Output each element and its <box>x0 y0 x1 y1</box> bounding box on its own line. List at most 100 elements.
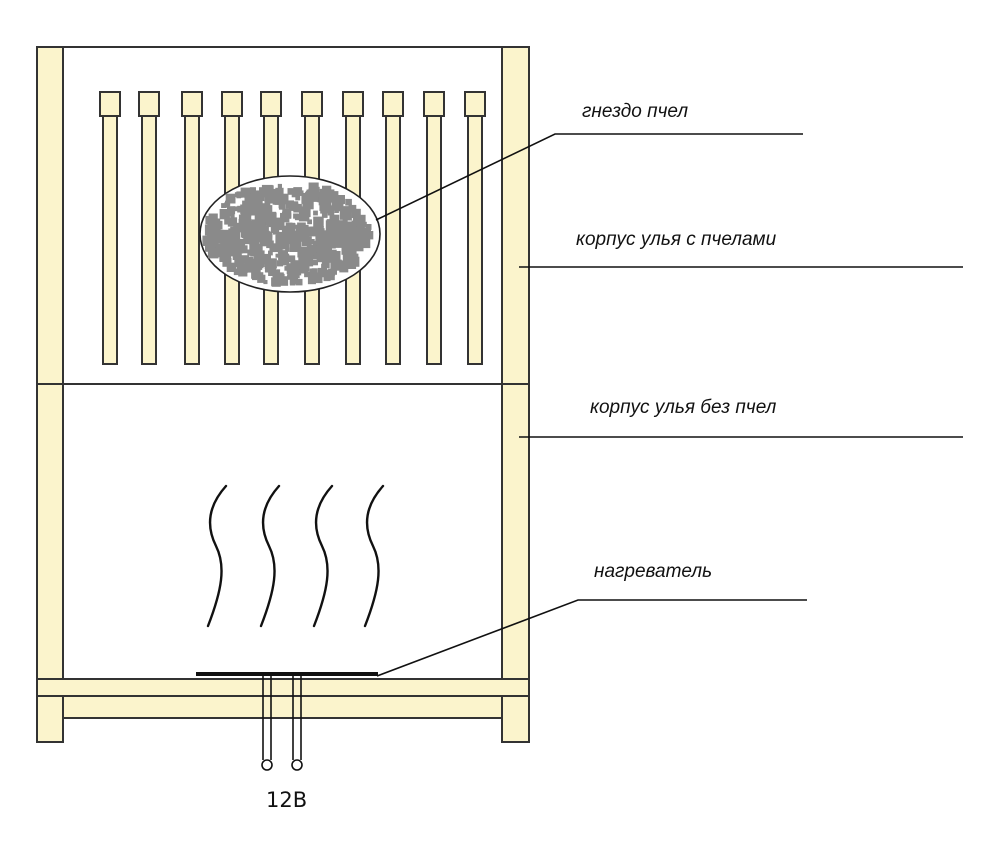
nest-cluster-cell <box>336 226 346 236</box>
nest-cluster-cell <box>289 201 299 211</box>
nest-cluster-cell <box>227 217 238 227</box>
nest-cluster-cell <box>208 213 218 223</box>
nest-cluster-cell <box>341 264 348 271</box>
nest-cluster-cell <box>305 201 314 210</box>
heat-wave-icon <box>312 484 334 628</box>
nest-cluster-cell <box>280 273 285 279</box>
nest-cluster-cell <box>275 269 281 275</box>
nest-cluster-cell <box>266 211 277 222</box>
nest-cluster-cell <box>347 231 356 240</box>
bee-nest <box>199 175 381 293</box>
nest-cluster-cell <box>329 214 340 225</box>
nest-cluster-cell <box>294 269 300 275</box>
nest-cluster-cell <box>240 187 251 198</box>
nest-cluster-cell <box>326 219 334 226</box>
nest-cluster-cell <box>336 195 345 204</box>
nest-cluster-cell <box>224 202 230 208</box>
frame-3 <box>184 115 200 365</box>
nest-cluster-cell <box>352 215 362 224</box>
nest-cluster-cell <box>319 232 328 241</box>
nest-cluster-cell <box>292 275 298 281</box>
nest-cluster-cell <box>322 187 327 192</box>
nest-cluster-cell <box>313 210 318 216</box>
nest-cluster-cell <box>259 263 264 269</box>
voltage-label: 12В <box>266 788 307 812</box>
nest-cluster-cell <box>324 254 333 263</box>
nest-cluster-cell <box>258 250 265 257</box>
nest-cluster-cell <box>274 198 281 205</box>
nest-cluster-cell <box>270 225 279 233</box>
nest-cluster-cell <box>300 246 311 257</box>
frame-top-bar <box>221 91 243 117</box>
frame-top-bar <box>301 91 323 117</box>
nest-cluster-cell <box>309 239 315 245</box>
nest-cluster-cell <box>234 239 244 249</box>
nest-cluster-cell <box>250 246 260 257</box>
stand-left-leg <box>36 695 64 743</box>
nest-cluster-cell <box>245 225 257 237</box>
heat-waves <box>206 484 385 628</box>
nest-cluster-cell <box>338 220 348 230</box>
nest-cluster-cell <box>309 271 317 280</box>
nest-cluster-cell <box>268 250 273 256</box>
nest-cluster-cell <box>313 274 323 284</box>
nest-cluster-cell <box>285 247 290 252</box>
frame-1 <box>102 115 118 365</box>
nest-cluster-cell <box>359 237 371 249</box>
nest-cluster-cell <box>242 248 248 254</box>
nest-cluster-cell <box>275 187 284 197</box>
nest-cluster-cell <box>258 226 264 232</box>
nest-cluster-cell <box>212 236 220 243</box>
nest-cluster-cell <box>235 222 245 233</box>
labels: гнездо пчел корпус улья с пчелами корпус… <box>576 101 777 582</box>
frame-top-bar <box>382 91 404 117</box>
nest-cluster-cell <box>297 262 309 274</box>
nest-cluster-cell <box>226 262 236 272</box>
nest-cluster-cell <box>222 257 232 267</box>
nest-cluster-cell <box>225 193 236 204</box>
nest-cluster-cell <box>318 192 323 197</box>
nest-cluster-cell <box>264 231 270 237</box>
nest-cluster-cell <box>233 206 239 212</box>
nest-cluster-cell <box>270 191 278 199</box>
nest-cluster-cell <box>230 226 239 236</box>
nest-cluster-cell <box>357 234 364 240</box>
nest-cluster-cell <box>207 232 215 241</box>
nest-cluster-cell <box>332 226 337 232</box>
nest-cluster-cell <box>277 231 283 238</box>
nest-cluster-cell <box>280 217 286 223</box>
nest-cluster-cell <box>321 212 328 218</box>
nest-cluster-cell <box>351 208 361 218</box>
nest-cluster-cell <box>251 269 261 279</box>
label-upper-body: корпус улья с пчелами <box>576 229 777 250</box>
nest-cluster-cell <box>293 188 300 195</box>
nest-cluster-cell <box>278 203 286 210</box>
nest-cluster-cell <box>260 253 271 265</box>
upper-left-wall <box>36 46 64 385</box>
nest-cluster-cell <box>315 226 324 235</box>
nest-cluster-cell <box>230 215 235 220</box>
nest-cluster-cell <box>271 277 281 287</box>
nest-cluster-cell <box>290 259 296 265</box>
leader-heater <box>376 599 807 677</box>
nest-cluster-cell <box>278 254 290 266</box>
nest-cluster-cell <box>234 257 245 267</box>
nest-cluster-cell <box>285 222 293 230</box>
leader-nest <box>375 133 803 221</box>
nest-cluster-cell <box>340 206 350 216</box>
nest-cluster-cell <box>233 268 241 276</box>
nest-cluster-cell <box>302 255 314 267</box>
nest-cluster-cell <box>308 182 319 193</box>
nest-cluster-cell <box>257 193 265 201</box>
heat-wave-icon <box>363 484 385 628</box>
nest-cluster-cell <box>217 231 224 238</box>
label-heater: нагреватель <box>594 561 712 582</box>
nest-cluster-cell <box>268 262 276 270</box>
heater-assembly: 12В <box>196 672 378 812</box>
frame-top-bar <box>260 91 282 117</box>
nest-cluster-cell <box>289 242 300 252</box>
nest-cluster-cell <box>275 253 280 258</box>
nest-cluster-cell <box>288 255 296 262</box>
frame-top-bar <box>423 91 445 117</box>
